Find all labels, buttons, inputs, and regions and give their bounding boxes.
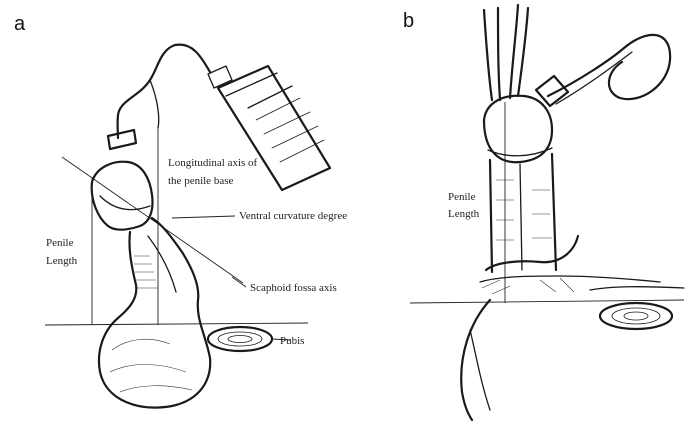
- panel-b: b: [403, 3, 685, 422]
- pubis-drawing-b: [598, 301, 674, 331]
- scaphoid-fossa-label: Scaphoid fossa axis: [250, 282, 337, 294]
- ventral-curvature-label: Ventral curvature degree: [239, 210, 347, 222]
- penis-drawing-b: [460, 94, 685, 422]
- panel-b-baseline: [409, 299, 685, 304]
- panel-b-letter: b: [403, 10, 414, 32]
- panel-a: a: [14, 13, 347, 409]
- penis-drawing-a: [90, 160, 212, 409]
- ventral-curvature-leader: [171, 215, 236, 219]
- penile-length-label-b-line2: Length: [448, 208, 480, 220]
- penile-length-label-a-line2: Length: [46, 255, 78, 267]
- scaphoid-fossa-axis-line: [61, 156, 244, 284]
- panel-a-baseline: [44, 322, 309, 326]
- longitudinal-axis-label-line1: Longitudinal axis of: [168, 157, 258, 169]
- longitudinal-axis-label-line2: the penile base: [168, 175, 233, 187]
- penile-length-label-a-line1: Penile: [46, 237, 74, 249]
- pubis-drawing-a: [206, 325, 274, 353]
- pubis-leader: [271, 338, 291, 341]
- panel-a-letter: a: [14, 13, 26, 35]
- scaphoid-leader: [231, 276, 247, 288]
- pubis-label: Pubis: [280, 335, 304, 347]
- catheter-drawing-b: [482, 3, 672, 108]
- penile-length-label-b-line1: Penile: [448, 191, 476, 203]
- syringe-drawing: [106, 43, 332, 192]
